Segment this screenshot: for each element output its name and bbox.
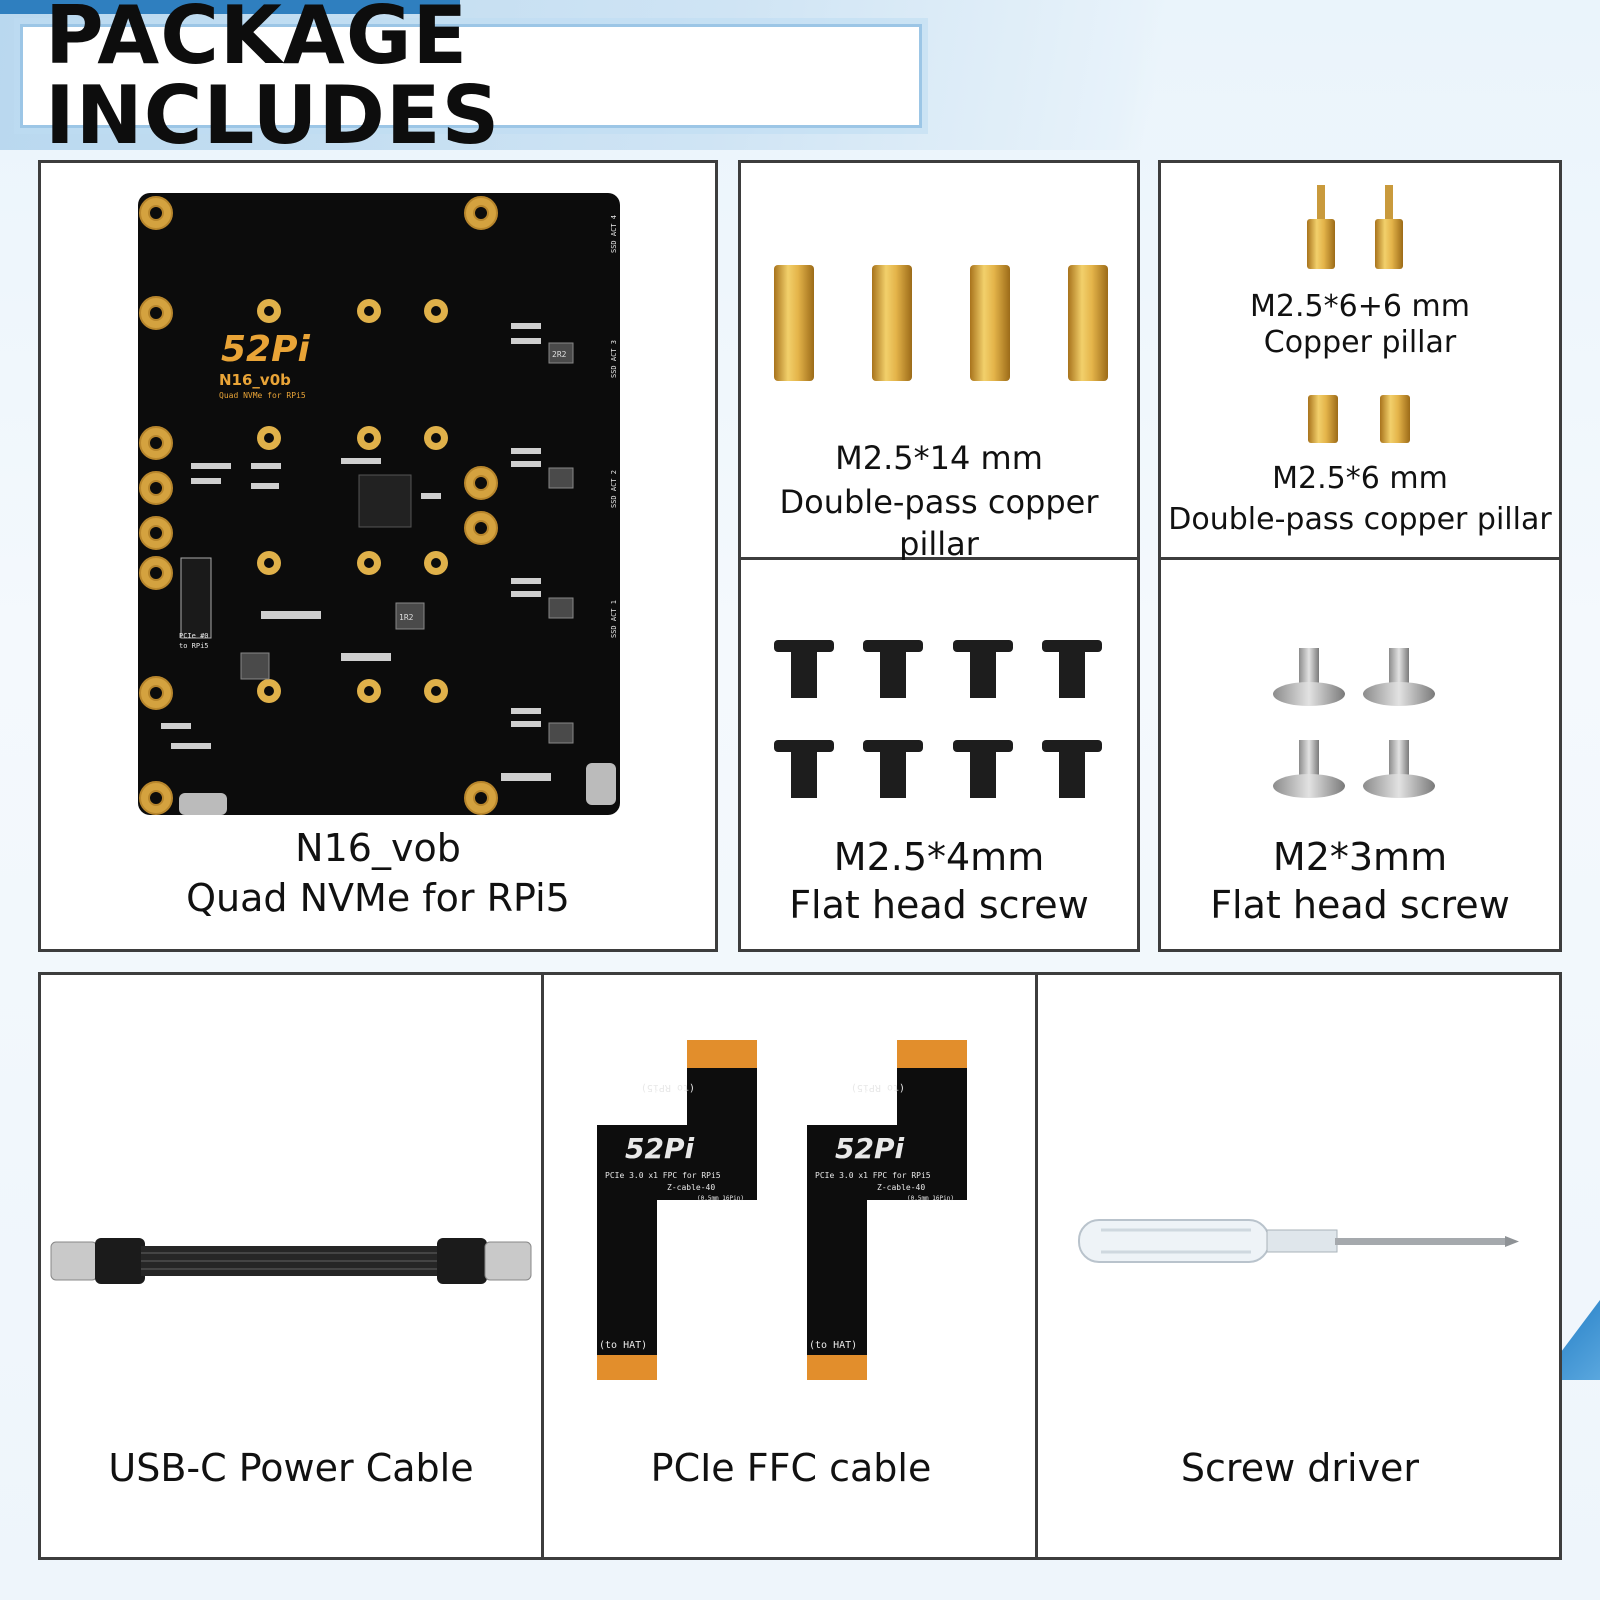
screw-black-2 xyxy=(863,640,923,698)
item-board-panel: 52Pi N16_v0b Quad NVMe for RPi5 PCIe #0 … xyxy=(38,160,718,952)
pillar6-top-caption-line1: M2.5*6+6 mm xyxy=(1250,289,1470,324)
pcb-inductors xyxy=(240,342,574,744)
screw4-caption-line1: M2.5*4mm xyxy=(833,835,1045,879)
ffc1-to-rpi-text: (to RPi5) xyxy=(641,1082,695,1093)
usb-cable-caption: USB-C Power Cable xyxy=(108,1446,474,1490)
pcb-small-components xyxy=(161,323,551,781)
ffc2-line3-text: (0.5mm 16Pin) xyxy=(907,1195,954,1202)
screwdriver-caption: Screw driver xyxy=(1180,1446,1420,1490)
pcb-inductor-label-b: 1R2 xyxy=(399,613,414,622)
screwdriver-cell: Screw driver xyxy=(1041,975,1559,1557)
item-bottom-panel: USB-C Power Cable 52Pi PCIe 3.0 x1 FPC f… xyxy=(38,972,1562,1560)
item-right-panel: M2.5*6+6 mm Copper pillar M2.5*6 mm Doub… xyxy=(1158,160,1562,952)
pcb-ssd-label-1: SSD ACT 1 xyxy=(610,600,618,638)
screw-black-5 xyxy=(774,740,834,798)
screw3-image xyxy=(1273,648,1435,798)
screwdriver-image xyxy=(1078,1219,1519,1263)
ffc-cable-cell: 52Pi PCIe 3.0 x1 FPC for RPi5 Z-cable-40… xyxy=(547,975,1038,1557)
screw-silver-4 xyxy=(1363,740,1435,798)
pcb-board-image: 52Pi N16_v0b Quad NVMe for RPi5 PCIe #0 … xyxy=(138,193,620,815)
pillar14-caption-line2: Double-pass copper pillar xyxy=(779,483,1099,563)
pillar14-caption-line1: M2.5*14 mm xyxy=(835,439,1043,477)
title-banner: PACKAGE INCLUDES xyxy=(20,0,922,156)
screw3-cell: M2*3mm Flat head screw xyxy=(1161,560,1559,949)
pillar14-image xyxy=(774,265,1108,381)
screw4-caption-line2: Flat head screw xyxy=(789,883,1089,927)
pcb-usbc-port-left xyxy=(179,793,227,815)
ffc1-line2-text: Z-cable-40 xyxy=(667,1183,715,1192)
pillar6-bottom-caption-line2: Double-pass copper pillar xyxy=(1168,502,1552,537)
pcb-usbc-port-right xyxy=(586,763,616,805)
screw-silver-1 xyxy=(1273,648,1345,706)
pcb-mounting-holes xyxy=(139,196,498,815)
header-accent-stripe xyxy=(0,0,460,14)
ffc-cable-caption: PCIe FFC cable xyxy=(650,1446,932,1490)
pcb-ssd-label-3: SSD ACT 3 xyxy=(610,340,618,378)
board-caption-line2: Quad NVMe for RPi5 xyxy=(186,876,570,920)
screw4-image xyxy=(774,640,1102,798)
pcb-inductor-label-a: 2R2 xyxy=(552,350,567,359)
pillar6-top-image xyxy=(1307,185,1403,269)
screw-black-7 xyxy=(953,740,1013,798)
pillar6-cell: M2.5*6+6 mm Copper pillar M2.5*6 mm Doub… xyxy=(1161,163,1559,560)
pcb-ssd-label-4: SSD ACT 4 xyxy=(610,215,618,253)
usb-cable-cell: USB-C Power Cable xyxy=(41,975,544,1557)
pcb-desc-text: Quad NVMe for RPi5 xyxy=(219,391,306,400)
pcb-model-text: N16_v0b xyxy=(219,371,291,389)
item-middle-panel: M2.5*14 mm Double-pass copper pillar M2.… xyxy=(738,160,1140,952)
pillar6-bottom-image xyxy=(1308,395,1410,443)
usb-cable-image xyxy=(50,1238,532,1284)
ffc2-to-rpi-text: (to RPi5) xyxy=(851,1082,905,1093)
ffc2-to-hat-text: (to HAT) xyxy=(809,1340,857,1351)
screw-black-4 xyxy=(1042,640,1102,698)
ffc-cable-1: 52Pi PCIe 3.0 x1 FPC for RPi5 Z-cable-40… xyxy=(597,1040,757,1380)
page-title: PACKAGE INCLUDES xyxy=(45,0,501,162)
pcb-pcie-text: PCIe #0 xyxy=(179,632,209,640)
board-caption-line1: N16_vob xyxy=(295,826,461,870)
screw-black-3 xyxy=(953,640,1013,698)
ffc1-to-hat-text: (to HAT) xyxy=(599,1340,647,1351)
pcb-main-chip xyxy=(358,474,412,528)
pillar6-bottom-caption-line1: M2.5*6 mm xyxy=(1272,461,1448,496)
ffc2-line2-text: Z-cable-40 xyxy=(877,1183,925,1192)
ffc2-brand-text: 52Pi xyxy=(835,1132,904,1165)
pcb-ssd-label-2: SSD ACT 2 xyxy=(610,470,618,508)
pillar14-cell: M2.5*14 mm Double-pass copper pillar xyxy=(741,163,1137,563)
ffc2-line1-text: PCIe 3.0 x1 FPC for RPi5 xyxy=(815,1171,931,1180)
screw-silver-3 xyxy=(1273,740,1345,798)
screw-black-6 xyxy=(863,740,923,798)
ffc-cable-image: 52Pi PCIe 3.0 x1 FPC for RPi5 Z-cable-40… xyxy=(597,1040,967,1380)
screw3-caption-line1: M2*3mm xyxy=(1272,835,1448,879)
screw-black-8 xyxy=(1042,740,1102,798)
screw3-caption-line2: Flat head screw xyxy=(1210,883,1510,927)
ffc1-brand-text: 52Pi xyxy=(625,1132,694,1165)
pcb-ffc-connector xyxy=(180,557,212,639)
ffc1-line3-text: (0.5mm 16Pin) xyxy=(697,1195,744,1202)
pcb-brand-text: 52Pi xyxy=(221,329,310,370)
ffc-cable-2: 52Pi PCIe 3.0 x1 FPC for RPi5 Z-cable-40… xyxy=(807,1040,967,1380)
ffc1-line1-text: PCIe 3.0 x1 FPC for RPi5 xyxy=(605,1171,721,1180)
pcb-to-text: to RPi5 xyxy=(179,642,209,650)
pillar6-top-caption-line2: Copper pillar xyxy=(1263,325,1457,360)
screw-black-1 xyxy=(774,640,834,698)
screw-silver-2 xyxy=(1363,648,1435,706)
screw4-cell: M2.5*4mm Flat head screw xyxy=(741,560,1137,949)
